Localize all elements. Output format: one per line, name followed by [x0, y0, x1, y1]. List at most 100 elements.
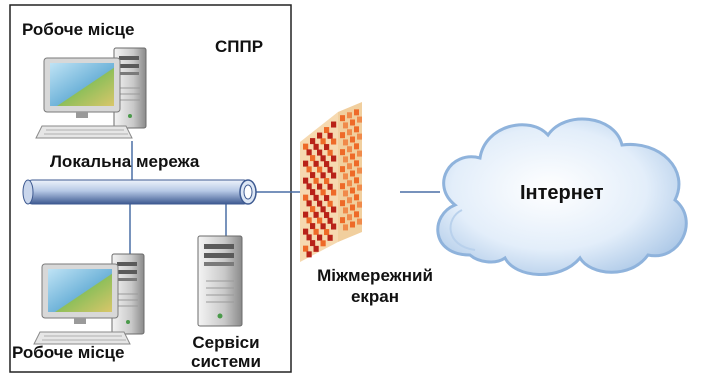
- wall-brick: [320, 206, 326, 213]
- wall-brick: [303, 194, 309, 201]
- wall-brick: [303, 245, 309, 252]
- wall-brick: [310, 138, 316, 145]
- wall-brick: [327, 132, 333, 139]
- wall-brick: [303, 143, 309, 150]
- wall-brick: [340, 115, 345, 122]
- wall-brick: [350, 204, 355, 211]
- workstation-bottom-label: Робоче місце: [12, 343, 125, 362]
- wall-brick: [347, 180, 352, 187]
- wall-brick: [350, 119, 355, 126]
- wall-brick: [310, 172, 316, 179]
- wall-brick: [340, 183, 345, 190]
- wall-brick: [306, 166, 312, 173]
- wall-brick: [343, 173, 348, 180]
- wall-brick: [350, 221, 355, 228]
- wall-brick: [324, 161, 330, 168]
- workstation-icon: [36, 48, 146, 138]
- wall-brick: [324, 229, 330, 236]
- wall-brick: [306, 217, 312, 224]
- wall-brick: [347, 129, 352, 136]
- wall-brick: [343, 224, 348, 231]
- wall-brick: [343, 156, 348, 163]
- wall-brick: [320, 189, 326, 196]
- wall-brick: [354, 194, 359, 201]
- wall-brick: [324, 195, 330, 202]
- firewall-label-line1: Міжмережний: [317, 266, 433, 285]
- wall-brick: [350, 136, 355, 143]
- wall-brick: [347, 146, 352, 153]
- wall-brick: [357, 201, 362, 208]
- wall-brick: [331, 121, 337, 128]
- wall-brick: [357, 116, 362, 123]
- wall-brick: [340, 149, 345, 156]
- wall-brick: [331, 138, 337, 145]
- services-label-line2: системи: [191, 352, 261, 371]
- wall-brick: [317, 217, 323, 224]
- wall-brick: [317, 234, 323, 241]
- wall-brick: [347, 112, 352, 119]
- wall-brick: [350, 153, 355, 160]
- wall-brick: [306, 149, 312, 156]
- wall-brick: [310, 155, 316, 162]
- wall-brick: [357, 133, 362, 140]
- wall-brick: [303, 228, 309, 235]
- wall-brick: [354, 177, 359, 184]
- wall-brick: [306, 251, 312, 258]
- wall-brick: [357, 218, 362, 225]
- wall-brick: [313, 177, 319, 184]
- wall-brick: [303, 177, 309, 184]
- wall-brick: [347, 214, 352, 221]
- internet-label: Інтернет: [520, 182, 604, 204]
- wall-brick: [354, 143, 359, 150]
- wall-brick: [357, 167, 362, 174]
- wall-brick: [306, 200, 312, 207]
- wall-brick: [350, 187, 355, 194]
- wall-brick: [343, 139, 348, 146]
- wall-brick: [327, 234, 333, 241]
- wall-brick: [313, 194, 319, 201]
- services-label-line1: Сервіси: [192, 333, 260, 352]
- wall-brick: [313, 211, 319, 218]
- lan-bus-cable-icon: [22, 179, 257, 205]
- wall-brick: [331, 189, 337, 196]
- wall-brick: [310, 240, 316, 247]
- wall-brick: [357, 184, 362, 191]
- wall-brick: [340, 166, 345, 173]
- workstation-top-label: Робоче місце: [22, 20, 135, 39]
- wall-brick: [327, 149, 333, 156]
- firewall-brick-wall-icon: [300, 102, 362, 262]
- wall-brick: [306, 234, 312, 241]
- wall-brick: [324, 127, 330, 134]
- wall-brick: [310, 223, 316, 230]
- workstation-icon: [34, 254, 144, 344]
- wall-brick: [303, 160, 309, 167]
- wall-brick: [313, 143, 319, 150]
- wall-brick: [331, 172, 337, 179]
- wall-brick: [354, 126, 359, 133]
- wall-brick: [327, 200, 333, 207]
- firewall-label: Міжмережний екран: [300, 266, 450, 306]
- services-label: Сервіси системи: [180, 333, 272, 371]
- wall-brick: [343, 122, 348, 129]
- wall-brick: [343, 190, 348, 197]
- internet-cloud-icon: [436, 117, 688, 276]
- wall-brick: [331, 206, 337, 213]
- wall-brick: [347, 163, 352, 170]
- system-name-label: СППР: [215, 37, 264, 56]
- wall-brick: [320, 138, 326, 145]
- system-boundary: [9, 4, 292, 373]
- wall-brick: [310, 189, 316, 196]
- wall-brick: [343, 207, 348, 214]
- wall-brick: [317, 200, 323, 207]
- wall-brick: [324, 144, 330, 151]
- wall-brick: [327, 166, 333, 173]
- firewall-label-line2: екран: [350, 287, 400, 306]
- wall-brick: [313, 228, 319, 235]
- wall-brick: [357, 150, 362, 157]
- wall-brick: [347, 197, 352, 204]
- wall-brick: [317, 132, 323, 139]
- wall-brick: [324, 212, 330, 219]
- wall-brick: [317, 183, 323, 190]
- wall-brick: [340, 132, 345, 139]
